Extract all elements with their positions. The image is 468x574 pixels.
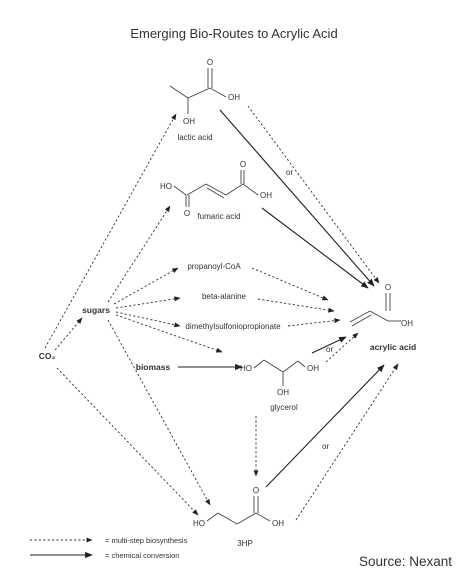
arrow-co2-lactic [44,113,177,349]
lactic-oh-acid: OH [228,93,240,102]
legend: = multi-step biosynthesis = chemical con… [30,536,188,560]
arrow-3hp-acrylic-chem [265,364,385,488]
arrow-sugars-dmsp [115,311,181,328]
label-sugars: sugars [82,305,110,315]
3hp-o: O [253,486,259,495]
source-credit: Source: Nexant [359,554,452,569]
arrow-fumaric-acrylic [261,207,369,289]
arrow-lactic-acrylic-chem [219,109,375,287]
arrow-sugars-3hp [107,319,211,506]
arrow-dmsp-acrylic [287,318,341,327]
3hp-ho: HO [193,519,205,528]
diagram-title: Emerging Bio-Routes to Acrylic Acid [130,26,337,41]
fumaric-ho: HO [160,182,172,191]
chemical-arrows [178,109,385,488]
arrow-sugars-beta-alanine [115,296,181,309]
label-lactic-acid: lactic acid [177,133,212,142]
fumaric-o-right: O [240,160,246,169]
fumaric-oh: OH [260,191,272,200]
lactic-oh-alcohol: OH [183,117,195,126]
arrow-glycerol-acrylic-chem [311,336,347,354]
3hp-oh: OH [272,519,284,528]
arrow-propanoyl-acrylic [251,267,329,301]
arrow-co2-3hp [56,367,199,516]
label-co2: CO₂ [39,351,56,361]
arrow-sugars-fumaric [107,205,171,303]
or-label-glycerol: or [326,345,333,354]
arrow-co2-sugars [54,317,83,351]
legend-chemical-label: = chemical conversion [105,551,179,560]
acrylic-acid-structure: O OH [349,283,413,328]
glycerol-ho: HO [240,364,252,373]
label-acrylic-acid: acrylic acid [370,342,416,352]
glycerol-structure: HO OH OH [240,359,319,397]
label-biomass: biomass [136,362,171,372]
or-label-3hp: or [322,442,329,451]
label-propanoyl-coa: propanoyl-CoA [187,262,241,271]
label-dmsp: dimethylsulfoniopropionate [185,322,281,331]
glycerol-oh-right: OH [307,364,319,373]
lactic-o: O [207,58,213,67]
glycerol-oh-bottom: OH [277,388,289,397]
label-glycerol: glycerol [270,403,298,412]
arrow-sugars-propanoyl [113,267,179,305]
arrow-glycerol-acrylic [325,332,359,363]
label-3hp: 3HP [237,539,253,548]
arrow-lactic-acrylic [247,105,380,284]
legend-multistep-label: = multi-step biosynthesis [105,536,188,545]
acrylic-oh: OH [401,319,413,328]
or-label-lactic: or [286,168,293,177]
lactic-acid-structure: O OH OH [169,58,240,126]
label-beta-alanine: beta-alanine [202,292,247,301]
fumaric-acid-structure: HO O O OH [160,160,272,218]
acrylic-o: O [385,283,391,292]
biosynthesis-arrows [44,105,399,521]
fumaric-o-left: O [184,209,190,218]
arrow-sugars-glycerol [115,314,223,353]
3hp-structure: HO O OH [193,486,284,528]
label-fumaric-acid: fumaric acid [197,212,240,221]
arrow-3hp-acrylic-bio [295,363,399,521]
arrow-beta-alanine-acrylic [257,298,335,313]
